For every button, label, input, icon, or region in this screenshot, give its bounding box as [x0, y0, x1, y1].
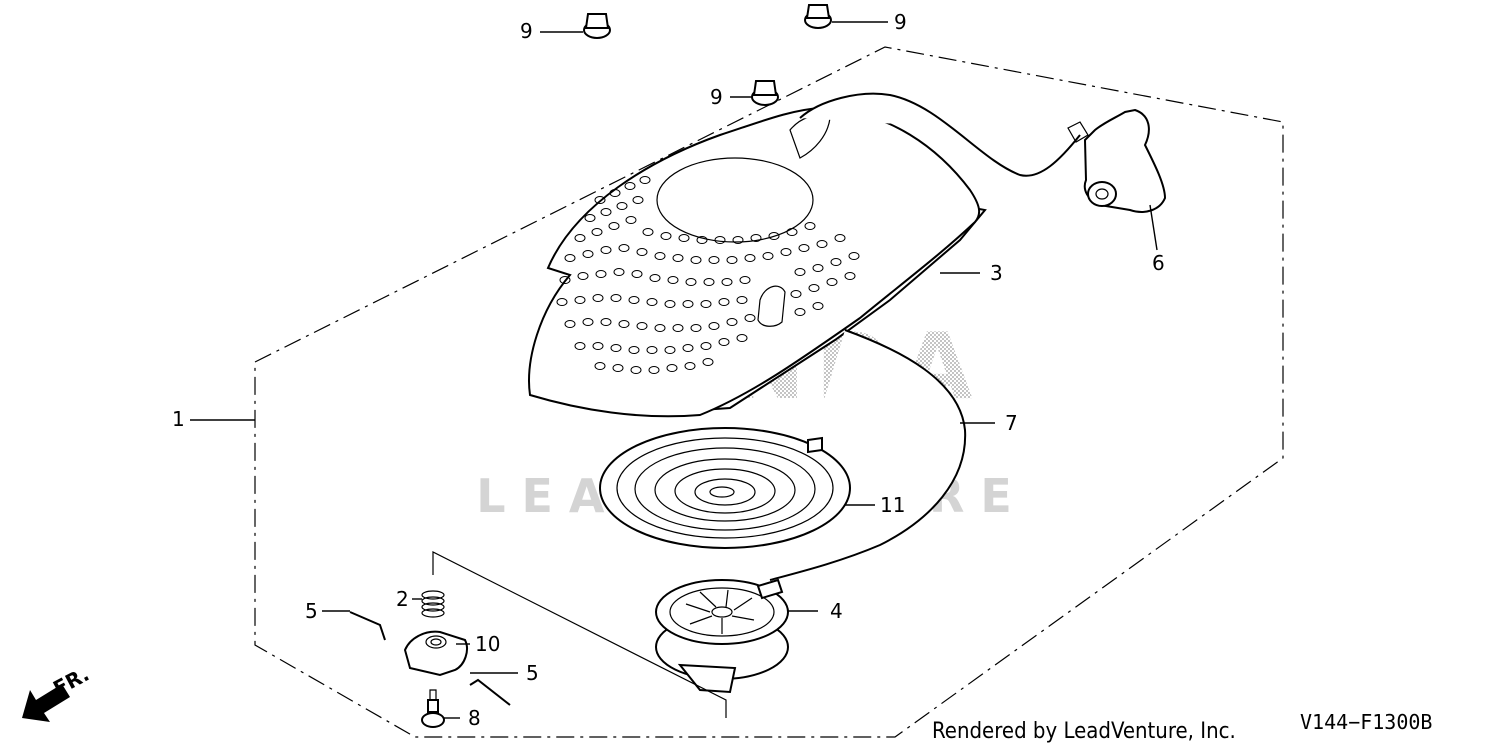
credit-text: Rendered by LeadVenture, Inc. [932, 719, 1236, 744]
recoil-spring [599, 427, 851, 549]
flange-nut-3 [751, 80, 779, 106]
leader-lines [190, 21, 1158, 719]
callout-1: 1 [172, 407, 185, 431]
ratchet-pin-left [349, 611, 386, 641]
ratchet-pin-right [469, 678, 511, 706]
callout-5-left: 5 [305, 599, 318, 623]
starter-cover [528, 106, 987, 418]
cover-vent-holes [556, 176, 860, 374]
callout-5-right: 5 [526, 661, 539, 685]
arrow-icon [22, 684, 70, 722]
starter-grip [1067, 108, 1167, 213]
callout-8: 8 [468, 706, 481, 730]
callout-9-center: 9 [710, 85, 723, 109]
diagram-code: V144−F1300B [1300, 710, 1432, 734]
friction-spring [421, 590, 445, 618]
callout-7: 7 [1005, 411, 1018, 435]
set-screw [421, 689, 445, 728]
flange-nut-1 [583, 13, 611, 39]
front-direction-indicator: FR. [22, 662, 93, 722]
subassembly-bracket [432, 551, 727, 718]
callout-6: 6 [1152, 251, 1165, 275]
callout-9-right: 9 [894, 10, 907, 34]
callout-3: 3 [990, 261, 1003, 285]
assembly-outline [254, 46, 1284, 738]
callouts: 1 2 3 4 5 5 6 7 8 9 9 9 10 11 [172, 10, 1165, 730]
callout-9-left: 9 [520, 19, 533, 43]
ratchet [403, 630, 468, 677]
callout-10: 10 [475, 632, 500, 656]
flange-nut-2 [804, 4, 832, 29]
starter-reel [655, 578, 789, 694]
callout-2: 2 [396, 587, 409, 611]
callout-11: 11 [880, 493, 905, 517]
callout-4: 4 [830, 599, 843, 623]
